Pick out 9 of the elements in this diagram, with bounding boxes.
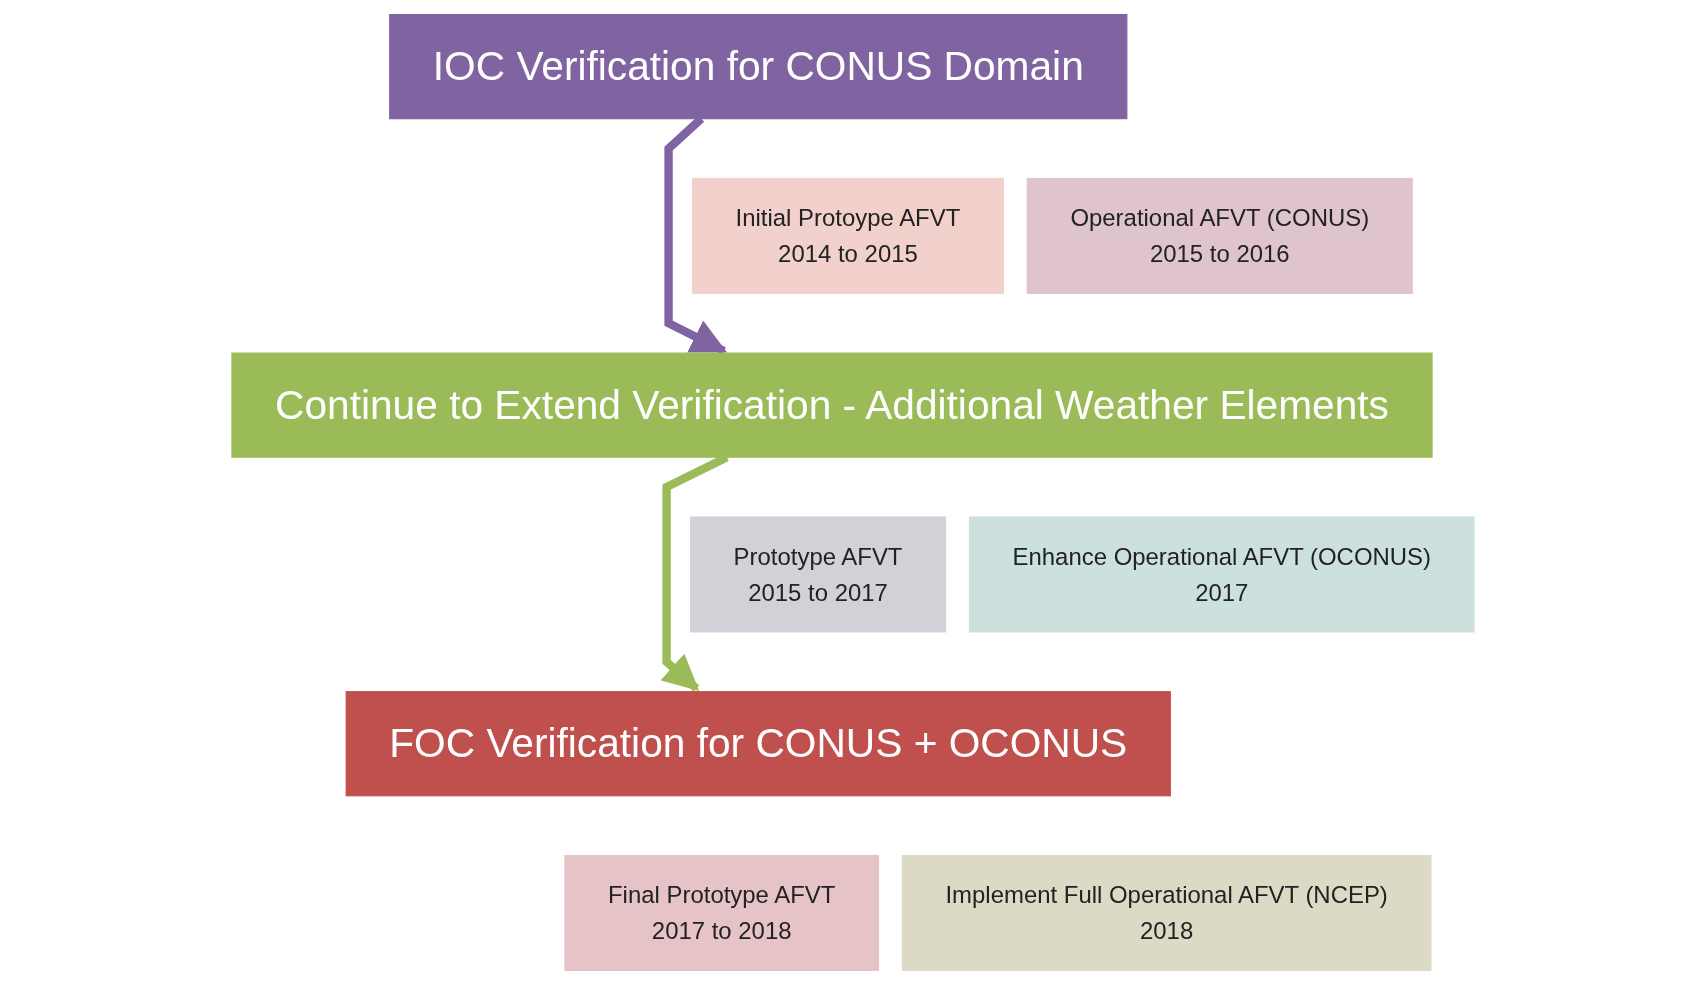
node-box: Enhance Operational AFVT (OCONUS) 2017 — [968, 516, 1475, 633]
node-box: Final Prototype AFVT 2017 to 2018 — [563, 855, 879, 972]
node-box: FOC Verification for CONUS + OCONUS — [345, 691, 1171, 797]
node-box: Continue to Extend Verification - Additional Weather Elements — [230, 352, 1433, 458]
node-box: Prototype AFVT 2015 to 2017 — [689, 516, 946, 633]
node-box: IOC Verification for CONUS Domain — [388, 13, 1127, 120]
node-box: Operational AFVT (CONUS) 2015 to 2016 — [1026, 177, 1413, 294]
node-box: Initial Protoype AFVT 2014 to 2015 — [691, 177, 1004, 294]
node-box: Implement Full Operational AFVT (NCEP) 2018 — [901, 855, 1431, 972]
